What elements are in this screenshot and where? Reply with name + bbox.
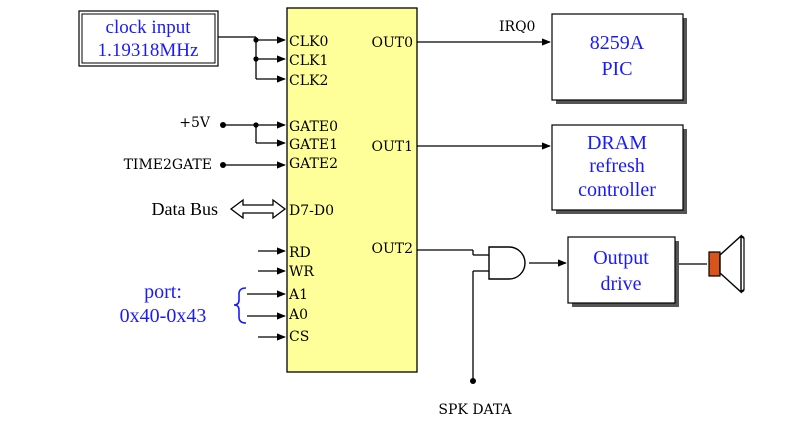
output-drive-box: Output drive	[567, 236, 679, 307]
dram-box: DRAM refresh controller	[551, 124, 687, 214]
and-gate-icon	[488, 246, 526, 280]
out2-wiring	[417, 249, 567, 381]
pin-cs: CS	[289, 329, 309, 345]
data-bus-label: Data Bus	[152, 199, 219, 219]
clock-junction-dot	[253, 56, 259, 62]
irq0-label: IRQ0	[499, 19, 535, 35]
port-label: port:	[144, 281, 182, 303]
time2gate-label: TIME2GATE	[124, 157, 212, 173]
pin-clk2: CLK2	[289, 73, 328, 89]
pin-out2: OUT2	[371, 241, 413, 257]
clock-input-box: clock input 1.19318MHz	[78, 10, 219, 67]
dram-box-line1: DRAM	[587, 132, 647, 154]
pin-d7-d0: D7-D0	[289, 203, 334, 219]
speaker-icon	[708, 234, 745, 294]
data-bus-arrow-icon	[229, 198, 287, 220]
pin-clk1: CLK1	[289, 53, 328, 69]
counter-chip	[286, 7, 418, 373]
dram-box-line2: refresh	[589, 155, 645, 177]
gate-wiring	[223, 121, 286, 169]
pin-gate1: GATE1	[289, 137, 338, 153]
pin-gate0: GATE0	[289, 119, 338, 135]
plus-5v-dot	[220, 122, 226, 128]
pin-out0: OUT0	[371, 35, 413, 51]
pic-box-subtitle: PIC	[601, 58, 632, 80]
pic-box: 8259A PIC	[551, 13, 687, 104]
pin-rd: RD	[289, 245, 311, 261]
spk-data-label: SPK DATA	[438, 402, 512, 418]
pic-box-title: 8259A	[590, 32, 645, 54]
pin-out1: OUT1	[371, 139, 413, 155]
pin-a0: A0	[288, 307, 308, 323]
pin-clk0: CLK0	[289, 34, 328, 50]
chip-right-pins: OUT0 OUT1 OUT2	[371, 35, 413, 257]
pin-gate2: GATE2	[289, 156, 338, 172]
pin-a1: A1	[288, 287, 308, 303]
clock-frequency-label: 1.19318MHz	[98, 40, 199, 61]
output-drive-line2: drive	[600, 273, 641, 295]
port-brace-icon	[233, 287, 247, 324]
chip-left-pins: CLK0 CLK1 CLK2 GATE0 GATE1 GATE2 D7-D0 R…	[288, 34, 338, 345]
pin-wr: WR	[289, 264, 314, 280]
clock-input-label: clock input	[106, 17, 192, 38]
gate-junction-dot	[253, 122, 259, 128]
plus-5v-label: +5V	[179, 115, 211, 131]
clock-junction-dot	[253, 37, 259, 43]
output-drive-line1: Output	[593, 247, 649, 269]
control-pin-arrows	[247, 247, 286, 341]
time2gate-dot	[220, 162, 226, 168]
port-range-label: 0x40-0x43	[120, 305, 207, 327]
clock-wiring	[218, 36, 286, 83]
dram-box-line3: controller	[578, 179, 656, 201]
spk-data-dot	[470, 378, 476, 384]
